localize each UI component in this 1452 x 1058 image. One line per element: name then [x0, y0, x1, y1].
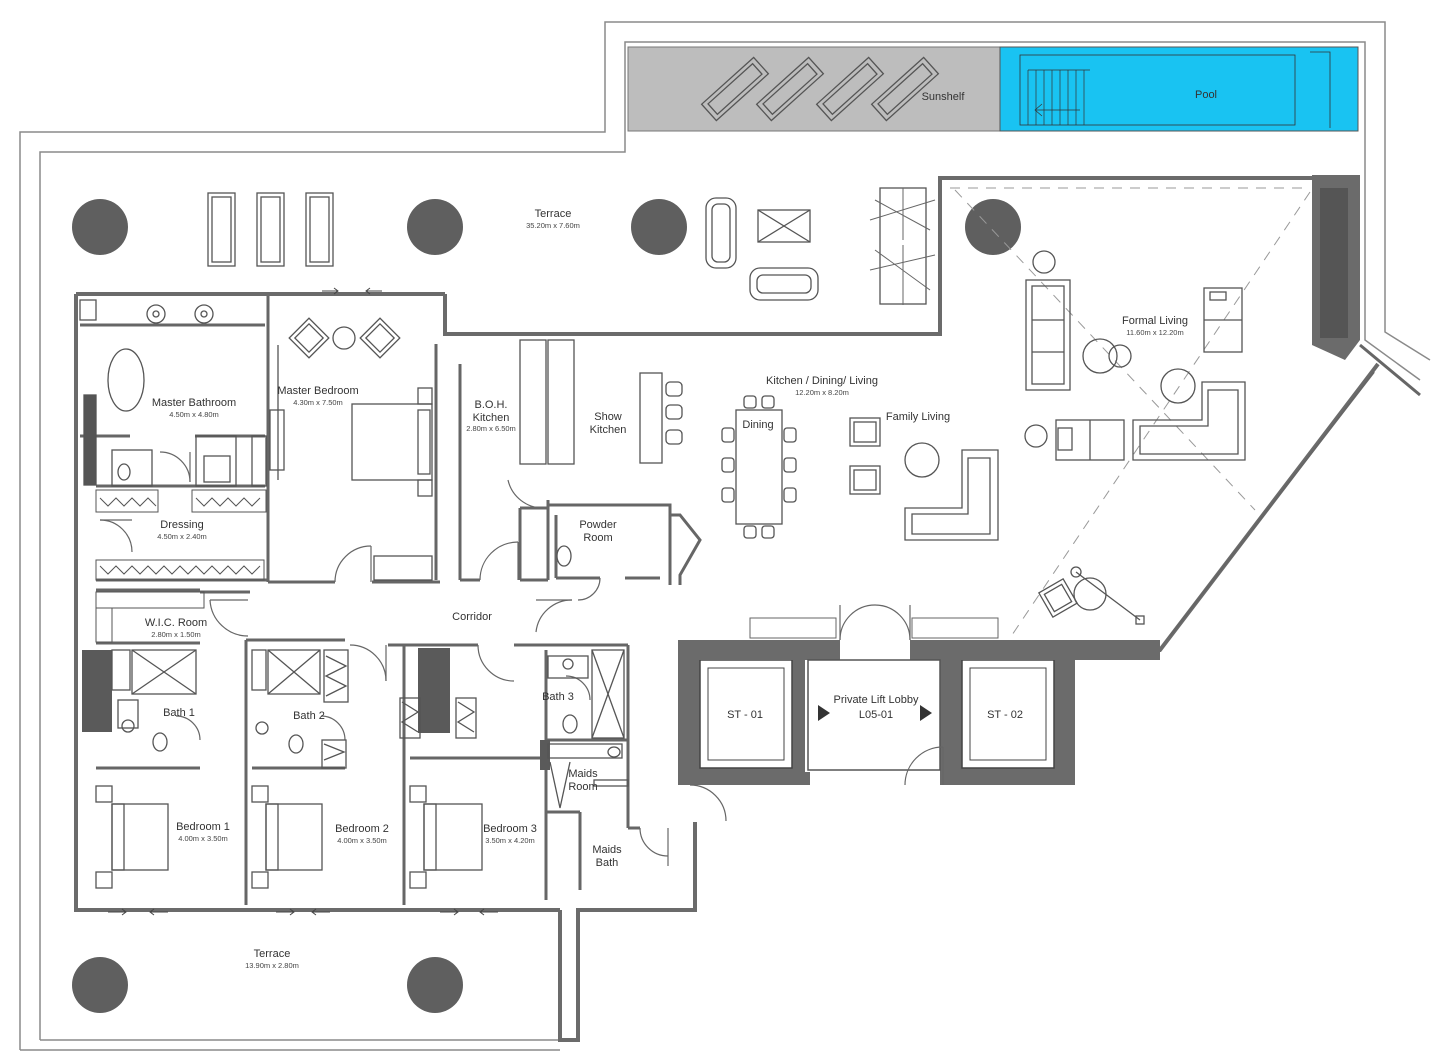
room-dims: 4.00m x 3.50m [178, 833, 228, 843]
label-bath2: Bath 2 [293, 710, 325, 723]
label-maids-room: Maids Room [565, 768, 601, 793]
room-dims: 2.80m x 1.50m [151, 629, 201, 639]
label-st01: ST - 01 [727, 709, 763, 722]
label-bath3: Bath 3 [542, 691, 574, 704]
bedroom-beds [95, 785, 483, 889]
room-name: Maids Room [568, 768, 598, 793]
label-maids-bath: Maids Bath [589, 844, 625, 869]
bath-fixtures [111, 545, 629, 809]
room-code: L05-01 [858, 708, 894, 721]
room-dims: 2.80m x 6.50m [466, 424, 516, 434]
room-name: Terrace [534, 208, 572, 220]
terrace-lounge-set [705, 187, 936, 305]
room-name: Kitchen / Dining/ Living [766, 375, 878, 387]
terrace-parapet [19, 21, 1431, 1051]
room-name: Family Living [885, 411, 951, 423]
exterior-walls [74, 176, 1380, 1042]
room-name: Bath 1 [163, 707, 195, 719]
room-name: ST - 02 [987, 709, 1023, 721]
structural-pier [1312, 175, 1360, 360]
terrace-columns [72, 199, 1021, 1013]
room-name: Dressing [160, 519, 204, 531]
label-bath1: Bath 1 [163, 707, 195, 720]
room-name: ST - 01 [727, 709, 763, 721]
room-dims: 12.20m x 8.20m [795, 387, 849, 397]
room-dims: 4.50m x 4.80m [169, 409, 219, 419]
room-dims: 4.50m x 2.40m [157, 531, 207, 541]
door-swings [99, 451, 944, 866]
room-name: Bath 3 [542, 691, 574, 703]
room-name: Bath 2 [293, 710, 325, 722]
room-name: Pool [1194, 89, 1218, 101]
kitchen-furniture [519, 339, 683, 465]
family-living-furniture [849, 417, 999, 541]
room-dims: 35.20m x 7.60m [526, 220, 580, 230]
sliding-door-marks [108, 287, 498, 916]
label-show-kitchen: Show Kitchen [586, 411, 630, 436]
label-powder-room: Powder Room [572, 519, 624, 544]
room-name: Master Bedroom [277, 385, 359, 397]
room-name: Bedroom 3 [483, 823, 537, 835]
room-name: Formal Living [1121, 315, 1189, 327]
room-dims: 4.30m x 7.50m [293, 397, 343, 407]
room-name: Powder Room [579, 519, 617, 544]
room-name: Maids Bath [592, 844, 622, 869]
formal-living-guides [950, 187, 1311, 639]
room-dims: 11.60m x 12.20m [1126, 327, 1184, 337]
room-name: Show Kitchen [589, 411, 627, 436]
label-sunshelf: Sunshelf [922, 91, 965, 104]
dark-wall-fill [82, 648, 550, 770]
interior-walls [80, 296, 702, 905]
label-family-living: Family Living [886, 411, 950, 424]
room-name: B.O.H. Kitchen [472, 399, 510, 424]
label-corridor: Corridor [452, 611, 492, 624]
room-name: Sunshelf [921, 91, 965, 103]
room-dims: 13.90m x 2.80m [245, 960, 299, 970]
terrace-loungers [207, 192, 334, 267]
room-name: Corridor [452, 611, 492, 623]
dining-table [721, 395, 797, 539]
room-name: Master Bathroom [151, 397, 237, 409]
dressing-wardrobes [95, 489, 267, 643]
room-name: Bedroom 1 [176, 821, 230, 833]
room-name: Bedroom 2 [335, 823, 389, 835]
label-pool: Pool [1195, 89, 1217, 102]
label-st02: ST - 02 [987, 709, 1023, 722]
room-name: W.I.C. Room [144, 617, 208, 629]
room-name: Private Lift Lobby [833, 694, 919, 706]
room-name: Dining [742, 419, 774, 431]
master-bath-fixtures [79, 299, 267, 487]
room-dims: 3.50m x 4.20m [485, 835, 535, 845]
room-name: Terrace [253, 948, 291, 960]
lift-core [678, 617, 1160, 785]
label-dining: Dining [742, 419, 773, 432]
diag-glazing-a [1359, 343, 1421, 397]
room-dims: 4.00m x 3.50m [337, 835, 387, 845]
formal-living-furniture [1024, 250, 1246, 625]
sunshelf-area [627, 46, 1001, 132]
master-bedroom-furniture [269, 317, 433, 581]
diag-glazing-b [1169, 371, 1375, 637]
pool [999, 46, 1359, 132]
